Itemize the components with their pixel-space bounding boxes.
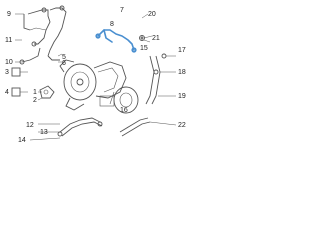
callout-10: 10 (5, 59, 13, 66)
turbocharger-parts-diagram: 9 11 10 3 4 1 2 5 6 7 8 20 21 15 17 18 1… (5, 5, 186, 144)
banjo-bolt-union (139, 35, 145, 41)
callout-1: 1 (33, 89, 37, 96)
pipe-bracket (15, 13, 31, 31)
callout-16: 16 (120, 107, 128, 114)
callout-22: 22 (178, 122, 186, 129)
callout-8: 8 (110, 21, 114, 28)
coolant-hose-bottom (119, 117, 151, 137)
callout-13: 13 (40, 129, 48, 136)
callout-19: 19 (178, 93, 186, 100)
fitting-3 (11, 67, 21, 77)
leader-lines (15, 13, 177, 141)
callout-18: 18 (178, 69, 186, 76)
coolant-pipe-lower (19, 47, 60, 65)
callout-3: 3 (5, 69, 9, 76)
callout-4: 4 (5, 89, 9, 96)
callout-9: 9 (7, 11, 11, 18)
coolant-pipe-upper (27, 5, 67, 57)
callout-6: 6 (62, 60, 66, 67)
oil-feed-pipe-highlighted (95, 29, 137, 53)
callout-5: 5 (62, 54, 66, 61)
callout-21: 21 (152, 35, 160, 42)
callout-2: 2 (33, 97, 37, 104)
callout-11: 11 (5, 37, 12, 44)
callout-14: 14 (18, 137, 26, 144)
callout-7: 7 (120, 7, 124, 14)
callout-12: 12 (26, 122, 34, 129)
oil-return-hose (145, 53, 167, 105)
actuator-bracket (39, 85, 55, 99)
exhaust-outlet-housing (109, 86, 139, 114)
callout-17: 17 (178, 47, 186, 54)
turbocharger-assembly (59, 59, 127, 111)
callout-20: 20 (148, 11, 156, 18)
fitting-4 (11, 87, 21, 97)
oil-pipe-bottom (57, 117, 103, 137)
callout-15: 15 (140, 45, 148, 52)
